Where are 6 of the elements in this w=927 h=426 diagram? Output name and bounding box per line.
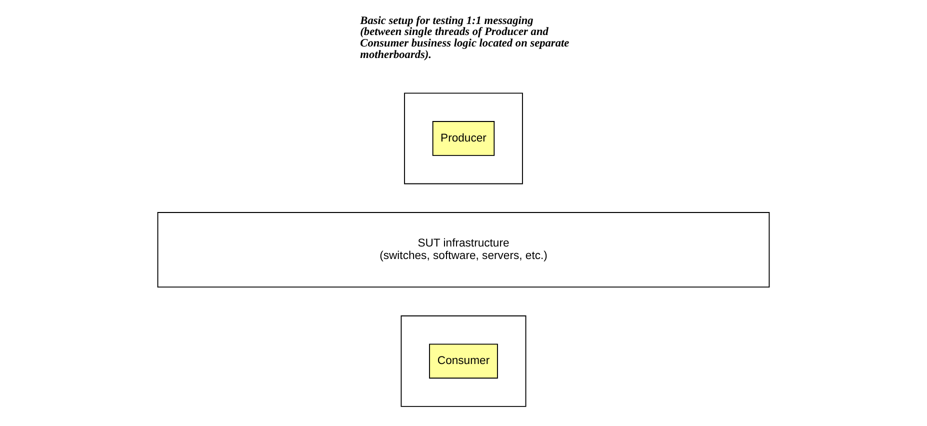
node-box: SUT infrastructure (switches, software, servers, etc.) [157, 212, 770, 288]
node-box: Consumer [429, 344, 498, 379]
node-box: Producer [432, 121, 495, 156]
label: Basic setup for testing 1:1 messaging (between single threads of Producer and Consumer business logic located on separate motherboards). [360, 14, 570, 61]
cluster [404, 92, 523, 184]
cluster [400, 315, 526, 407]
